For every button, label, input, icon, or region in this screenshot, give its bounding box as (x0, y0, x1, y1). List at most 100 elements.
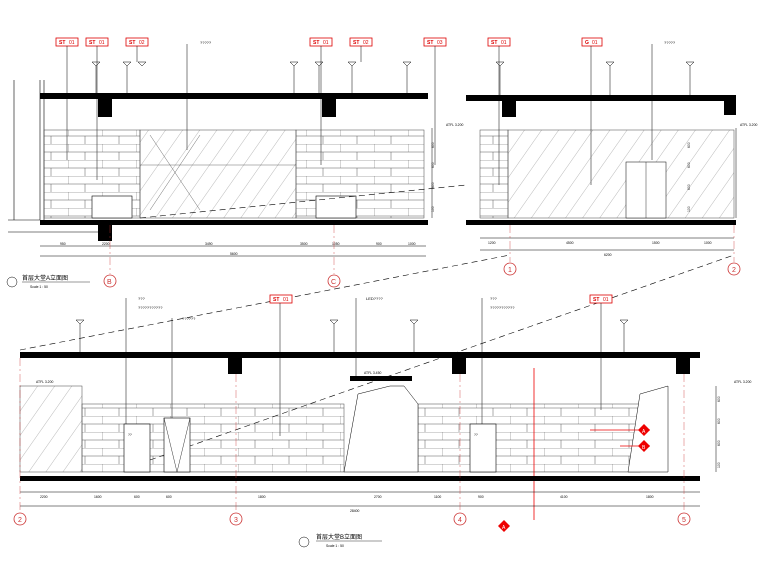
dim-text: 5600 (230, 252, 238, 256)
tag-num: 01 (69, 40, 75, 46)
note: ??? (490, 296, 497, 301)
note: ??????????? (138, 305, 163, 310)
dim-text: 600 (134, 495, 140, 499)
led-strip (350, 376, 412, 381)
stone-wall (417, 403, 641, 473)
height-dimensions: ATFL 3.200 600 600 600 100 (687, 123, 757, 218)
dim-text: 100 (431, 206, 435, 212)
stone-wall (81, 403, 345, 473)
callout-label: A (642, 429, 646, 435)
dim-text: 600 (717, 440, 721, 446)
level-text: ATFL 3.200 (740, 123, 757, 127)
height-dimensions: 600 600 600 100 (715, 386, 721, 472)
door (123, 423, 151, 473)
dim-text: 6200 (604, 253, 612, 257)
tag-code: ST (353, 40, 359, 46)
grid-marker (13, 512, 27, 526)
tag-num: 01 (603, 297, 609, 303)
elevation-b: ??? ??????????? ?????? LED???? ??? ?????… (13, 294, 751, 548)
elevation-a-title: 首层大堂A立面图 (22, 274, 68, 282)
dim-text: 2200 (102, 242, 110, 246)
note: ?????? (182, 316, 196, 321)
grid-marker (327, 274, 341, 288)
elevation-a-right: ST 01 G 01 ????? ATFL 3.200 600 600 600 … (466, 37, 757, 276)
bottom-dimensions: 2200 1600 600 600 1800 2700 1100 900 410… (20, 491, 700, 513)
section-label: A (502, 525, 506, 531)
floor-beam (98, 225, 112, 241)
beam (98, 99, 112, 117)
dim-text: 1500 (652, 241, 660, 245)
floor-slab (40, 220, 428, 225)
tag-num: 01 (501, 40, 507, 46)
dim-text: 4500 (566, 241, 574, 245)
tag-num: 03 (437, 40, 443, 46)
dim-text: 600 (431, 162, 435, 168)
material-tags-left: ST 01 ST 01 ST 02 (55, 37, 149, 180)
grid-label: 2 (18, 517, 22, 524)
dim-text: 1000 (408, 242, 416, 246)
tag-code: ST (59, 40, 65, 46)
grid-label: 1 (508, 267, 512, 274)
door (163, 417, 191, 473)
grid-marker (453, 512, 467, 526)
stone-wall (479, 129, 509, 219)
tag-num: 02 (139, 40, 145, 46)
dim-text: 100 (687, 206, 691, 212)
dim-text: 600 (717, 418, 721, 424)
dim-text: 950 (60, 242, 66, 246)
grid-label: C (331, 279, 336, 286)
dim-text: 600 (687, 162, 691, 168)
dim-text: 3500 (300, 242, 308, 246)
dim-text: 1800 (646, 495, 654, 499)
tag-num: 01 (323, 40, 329, 46)
tag-num: 01 (283, 297, 289, 303)
dim-text: 600 (166, 495, 172, 499)
material-tags-mid: ST 01 ST 02 ST 03 (309, 37, 447, 165)
dim-text: 600 (687, 184, 691, 190)
dim-text: 1000 (704, 241, 712, 245)
dim-text: 600 (717, 396, 721, 402)
elevation-b-scale: Scale 1 : 50 (326, 544, 344, 548)
dim-text: 1800 (258, 495, 266, 499)
dim-text: 2700 (374, 495, 382, 499)
callout-marker (638, 424, 650, 436)
tag-code: G (585, 40, 589, 46)
elevation-b-title: 首层大堂B立面图 (316, 533, 362, 541)
level-text: ATFL 3.200 (446, 123, 463, 127)
level-text: ATFL 3.200 (36, 380, 53, 384)
grid-marker (503, 262, 517, 276)
note-top: ????? (200, 40, 212, 45)
match-line (139, 184, 467, 219)
tag-code: ST (273, 297, 279, 303)
grid-label: 2 (732, 267, 736, 274)
dim-text: 100 (717, 462, 721, 468)
dim-text: 1200 (488, 241, 496, 245)
bottom-dimensions: 950 2200 3490 5600 3500 1050 900 1000 (40, 242, 426, 257)
door (469, 423, 497, 473)
callout-marker (638, 440, 650, 452)
note: ??? (138, 296, 145, 301)
tag-code: ST (313, 40, 319, 46)
elevation-a: ST 01 ST 01 ST 02 ????? ST 01 ST 02 ST 0… (6, 37, 463, 289)
callout-label: B (642, 445, 646, 451)
height-dimensions: 600 600 600 100 ATFL 3.200 (431, 123, 463, 218)
grid-marker (229, 512, 243, 526)
note: LED???? (366, 296, 383, 301)
tag-num: 01 (99, 40, 105, 46)
glass-wall (507, 129, 735, 219)
ceiling-slab (40, 93, 428, 99)
grid-marker (103, 274, 117, 288)
note-top: ????? (664, 40, 676, 45)
tag-num: 01 (592, 40, 598, 46)
door-label: ?? (474, 433, 478, 437)
level-text: ATFL 3.450 (364, 371, 381, 375)
dim-text: 600 (431, 142, 435, 148)
dim-text: 2200 (40, 495, 48, 499)
tag-num: 02 (363, 40, 369, 46)
note: ??????????? (490, 305, 515, 310)
door-label: ?? (128, 433, 132, 437)
tag-code: ST (427, 40, 433, 46)
dim-text: 4100 (560, 495, 568, 499)
level-text: ATFL 3.200 (734, 380, 751, 384)
